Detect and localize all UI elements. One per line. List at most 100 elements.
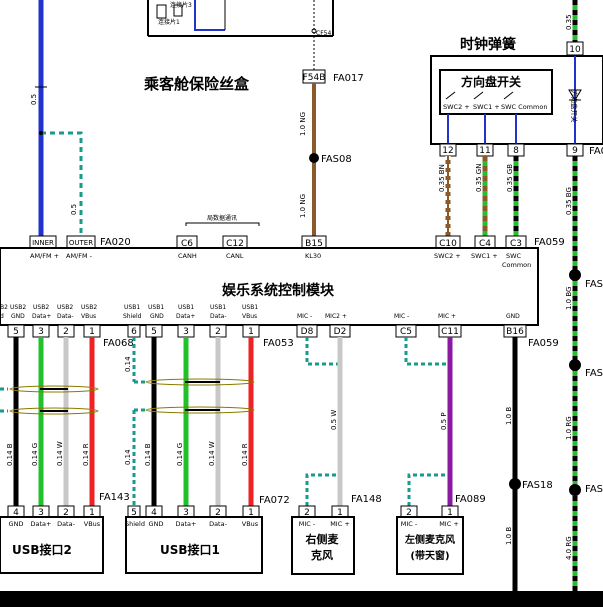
usb1-pin-3: 3	[183, 508, 189, 518]
pin-usb1-shield: 6	[131, 327, 137, 337]
usb1-sig-datam: Data-	[209, 520, 228, 528]
sig-amfm-minus: AM/FM -	[66, 252, 93, 260]
svg-text:GND: GND	[11, 313, 25, 320]
svg-text:Data-: Data-	[210, 313, 227, 320]
fuse-box-title: 乘客舱保险丝盒	[143, 75, 250, 93]
splice-fas08	[309, 153, 319, 163]
connector-fa053: FA053	[263, 338, 294, 349]
connector-fa089: FA089	[455, 494, 486, 505]
steering-switch-box	[439, 69, 553, 115]
usb2-pin-1: 1	[89, 508, 95, 518]
steering-switch-title: 方向盘开关	[461, 74, 521, 89]
svg-text:Data+: Data+	[32, 313, 51, 320]
mic-right-pin-1: 1	[337, 508, 343, 518]
splice-right-3: FAS	[585, 484, 603, 495]
svg-text:Data+: Data+	[176, 313, 195, 320]
pin-usb1-datap: 3	[183, 327, 189, 337]
mic-left-connector: 2 1 MIC - MIC + 左侧麦克风 (带天窗)	[396, 505, 464, 575]
pin-c5: C5	[400, 327, 412, 337]
splice-fas18: FAS18	[522, 480, 553, 491]
horn-label: 方向盘开关	[570, 90, 579, 123]
mic-left-pin-1: 1	[447, 508, 453, 518]
usb2-sig-vbus: VBus	[84, 520, 101, 528]
sig-swc2: SWC2 +	[434, 252, 461, 260]
sig-kl30: KL30	[305, 252, 321, 260]
usb1-wire-b: 0.14 B	[144, 443, 152, 466]
sig-canl: CANL	[226, 252, 244, 260]
sig-swc1: SWC1 +	[471, 252, 498, 260]
svg-text:USB1: USB1	[242, 304, 258, 311]
clock-pin-11: 11	[479, 146, 490, 156]
mic-right-title-1: 右侧麦	[305, 532, 340, 546]
wire-right-spec-low: 1.0 RG	[565, 416, 573, 440]
svg-text:MIC -: MIC -	[297, 313, 312, 320]
wire-b15-spec-lower: 1.0 NG	[299, 194, 307, 218]
usb2-pin-4: 4	[13, 508, 19, 518]
pin-c6: C6	[181, 239, 193, 249]
switch-pin-swc1: SWC1 +	[473, 103, 500, 111]
sig-swc-common-2: Common	[502, 261, 531, 269]
svg-text:B2: B2	[0, 304, 8, 311]
svg-text:MIC +: MIC +	[438, 313, 456, 320]
clock-spring-title: 时钟弹簧	[460, 36, 516, 53]
mic-right-title-2: 克风	[311, 548, 333, 562]
usb1-shield-spec: 0.14	[124, 449, 132, 465]
wire-right-spec-top: 0.35 BG	[565, 187, 573, 215]
gnd-spec: 1.0 B	[505, 407, 513, 425]
clock-pin-9: 9	[572, 146, 578, 156]
usb2-connector: 4 3 2 1 GND Data+ Data- VBus USB接口2	[0, 505, 104, 574]
sig-amfm-plus: AM/FM +	[30, 252, 59, 260]
pin-c10: C10	[439, 239, 457, 249]
svg-text:USB2: USB2	[10, 304, 26, 311]
svg-text:USB2: USB2	[57, 304, 73, 311]
usb2-wire-w: 0.14 W	[56, 441, 64, 466]
usb2-wire-b: 0.14 B	[6, 443, 14, 466]
connector-fa072: FA072	[259, 495, 290, 506]
svg-text:USB2: USB2	[33, 304, 49, 311]
wire-b15-spec: 1.0 NG	[299, 112, 307, 136]
usb1-sig-datap: Data+	[176, 520, 197, 528]
usb1-pin-5: 5	[131, 508, 137, 518]
fuse-box: 连接片3 连接片1 CF54 F54B FA017 乘客舱保险丝盒	[143, 0, 364, 93]
ground-bus	[0, 591, 603, 607]
pin-usb2-datam: 2	[63, 327, 69, 337]
pin-usb1-datam: 2	[215, 327, 221, 337]
module-title: 娱乐系统控制模块	[222, 282, 335, 299]
wire-antenna-shield-spec: 0.5	[70, 204, 78, 215]
usb1-wire-w: 0.14 W	[208, 441, 216, 466]
usb2-pin-3: 3	[38, 508, 44, 518]
usb1-shield-spec-top: 0.14	[124, 356, 132, 372]
usb1-pin-2: 2	[215, 508, 221, 518]
module-bottom-signals: B2 d USB2 GND USB2 Data+ USB2 Data- USB2…	[0, 304, 520, 320]
gnd-spec-low: 1.0 B	[505, 527, 513, 545]
pin-usb2-vbus: 1	[89, 327, 95, 337]
pin-usb2-gnd: 5	[13, 327, 19, 337]
pin-d2: D2	[334, 327, 347, 337]
svg-text:d: d	[0, 313, 4, 320]
splice-right-2: FAS	[585, 368, 603, 379]
mic-right-connector: 2 1 MIC - MIC + 右侧麦 克风	[291, 505, 355, 575]
wire-c10-spec: 0.35 BN	[438, 164, 446, 192]
usb1-sig-gnd: GND	[149, 520, 164, 528]
connector-fa068: FA068	[103, 338, 134, 349]
pin-c4: C4	[479, 239, 491, 249]
svg-text:USB1: USB1	[210, 304, 226, 311]
svg-text:GND: GND	[150, 313, 164, 320]
mic-d2-spec: 0.5 W	[330, 410, 338, 430]
module-top-pins: INNER OUTER C6 C12 B15 C10 C4 C3 FA020 F…	[29, 235, 565, 249]
wire-c3-spec: 0.35 GB	[506, 164, 514, 192]
wire-right-spec-mid: 1.0 BG	[565, 287, 573, 310]
pin-b16: B16	[506, 327, 524, 337]
usb1-wire-g: 0.14 G	[176, 443, 184, 466]
svg-text:GND: GND	[506, 313, 520, 320]
usb1-wire-r: 0.14 R	[241, 443, 249, 466]
module-box	[0, 247, 539, 326]
svg-text:USB2: USB2	[81, 304, 97, 311]
fuse-link1-label: 连接片1	[158, 18, 180, 26]
svg-text:VBus: VBus	[81, 313, 96, 320]
usb2-wire-r: 0.14 R	[82, 443, 90, 466]
pin-c12: C12	[226, 239, 244, 249]
mic-left-pin-2: 2	[406, 508, 412, 518]
connector-fa020: FA020	[100, 237, 131, 248]
svg-text:Shield: Shield	[123, 313, 142, 320]
